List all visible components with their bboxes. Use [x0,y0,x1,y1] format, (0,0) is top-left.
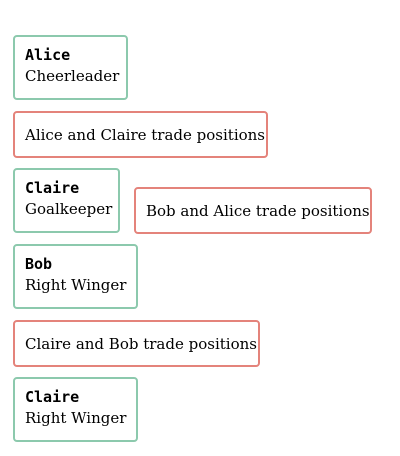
state-position: Goalkeeper [25,200,113,218]
state-person-name: Bob [25,255,53,273]
state-position: Cheerleader [25,67,120,85]
action-label: Claire and Bob trade positions [25,334,257,353]
state-box-2: Claire Goalkeeper [13,168,120,233]
action-box-1: Alice and Claire trade positions [13,111,268,158]
action-box-2: Bob and Alice trade positions [134,187,372,234]
action-label: Bob and Alice trade positions [146,201,370,220]
state-person-name: Claire [25,179,80,197]
action-box-3: Claire and Bob trade positions [13,320,260,367]
state-person-name: Claire [25,388,80,406]
state-person-name: Alice [25,46,71,64]
action-label: Alice and Claire trade positions [25,125,266,144]
state-position: Right Winger [25,409,127,427]
state-position: Right Winger [25,276,127,294]
state-box-3: Bob Right Winger [13,244,138,309]
state-box-1: Alice Cheerleader [13,35,128,100]
state-box-4: Claire Right Winger [13,377,138,442]
